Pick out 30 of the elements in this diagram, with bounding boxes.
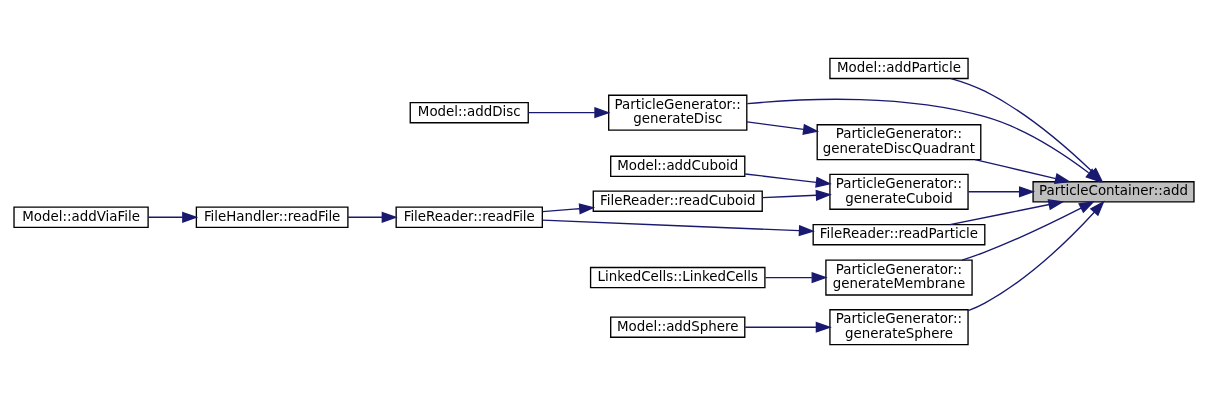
node-box: LinkedCells::LinkedCells bbox=[589, 266, 766, 288]
node-box: ParticleGenerator:: generateDisc bbox=[608, 94, 748, 131]
arrow bbox=[527, 106, 611, 118]
node-box: ParticleContainer::add bbox=[1032, 180, 1195, 202]
arrow bbox=[347, 211, 398, 223]
arrow bbox=[541, 202, 596, 214]
node-box: Model::addViaFile bbox=[13, 206, 149, 228]
node-box: Model::addDisc bbox=[409, 101, 529, 123]
arrow bbox=[764, 271, 828, 283]
node-box: Model::addSphere bbox=[610, 315, 746, 338]
arrow bbox=[974, 158, 1071, 184]
arrow bbox=[967, 200, 1105, 311]
arrow bbox=[761, 189, 832, 201]
arrow bbox=[744, 321, 832, 333]
node-box: Model::addParticle bbox=[829, 57, 969, 79]
node-box: ParticleGenerator:: generateSphere bbox=[829, 308, 969, 345]
arrow bbox=[746, 120, 820, 135]
node-box: FileReader::readCuboid bbox=[592, 189, 763, 212]
arrow bbox=[541, 219, 815, 236]
node-box: ParticleGenerator:: generateMembrane bbox=[825, 259, 973, 296]
node-box: FileReader::readFile bbox=[395, 206, 543, 228]
arrow bbox=[967, 185, 1036, 197]
arrow bbox=[961, 200, 1095, 261]
node-box: ParticleGenerator:: generateDiscQuadrant bbox=[816, 123, 982, 160]
node-box: ParticleGenerator:: generateCuboid bbox=[829, 173, 969, 210]
node-box: Model::addCuboid bbox=[610, 155, 746, 177]
arrow bbox=[744, 172, 832, 188]
node-box: FileHandler::readFile bbox=[195, 206, 349, 228]
node-box: FileReader::readParticle bbox=[812, 223, 986, 245]
arrow bbox=[147, 211, 199, 223]
